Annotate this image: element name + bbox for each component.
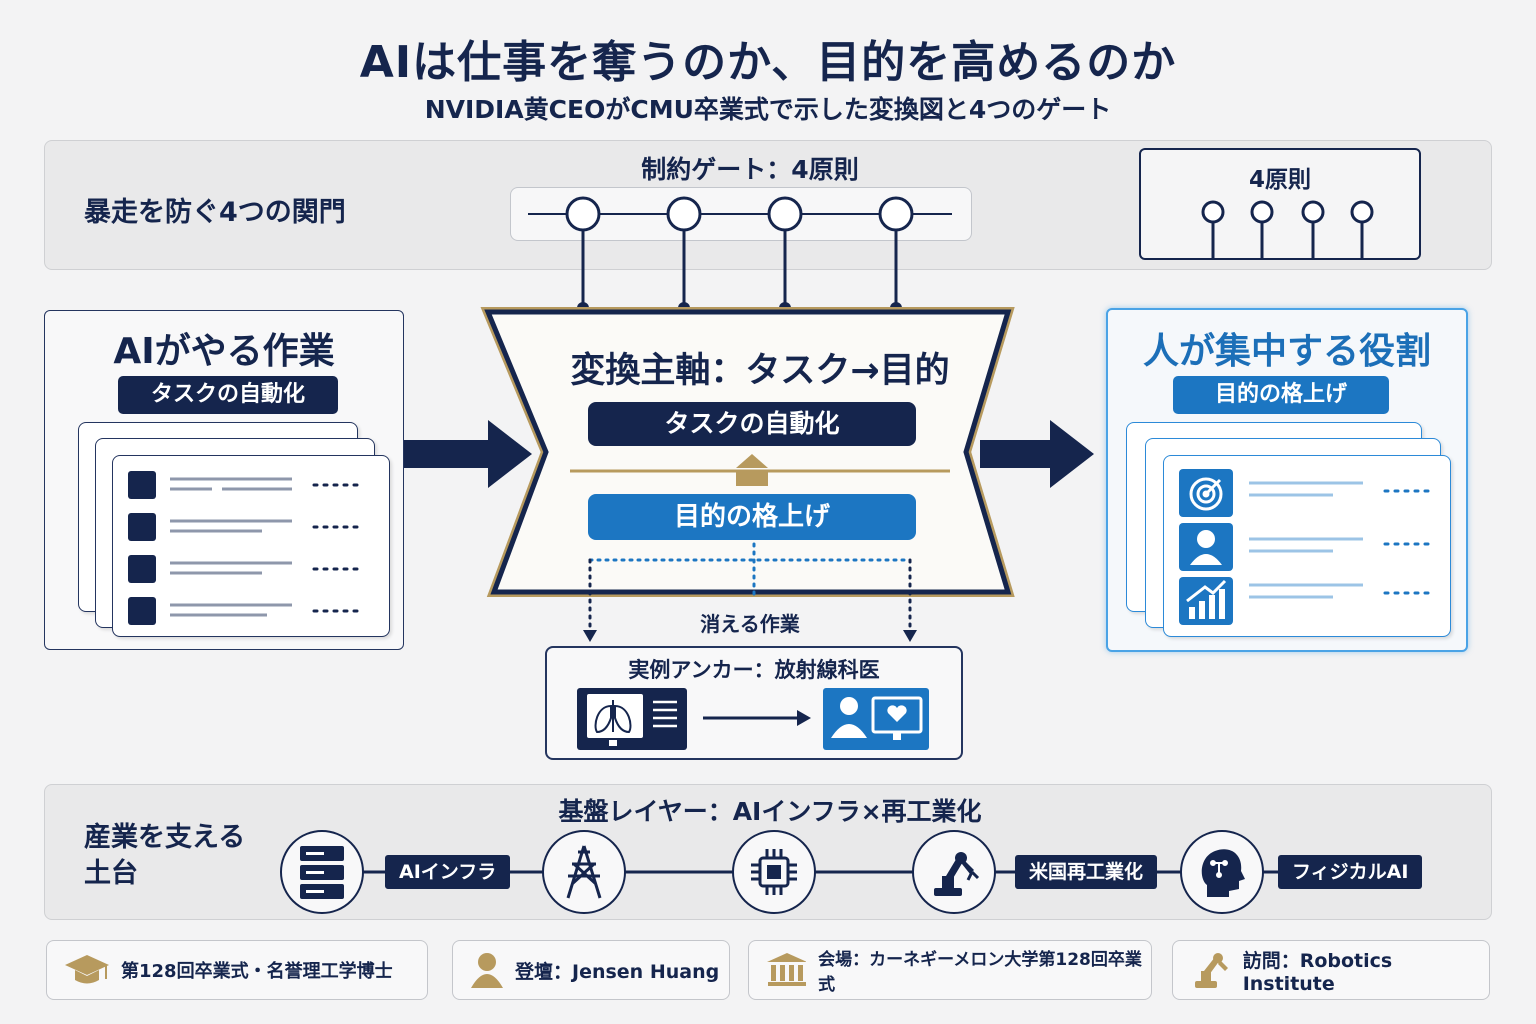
task-list-graphic [128,471,366,625]
ai-head-icon [1180,830,1264,914]
footer-card-ceremony: 第128回卒業式・名誉理工学博士 [46,940,428,1000]
building-icon [767,953,807,986]
principles-legend-title: 4原則 [1248,167,1311,193]
human-roles-title: 人が集中する役割 [1142,331,1431,372]
user-icon [1190,530,1222,565]
human-roles-tag: 目的の格上げ [1173,376,1389,414]
footer-speaker-text: 登壇：Jensen Huang [515,960,720,983]
gate-band-label: 暴走を防ぐ4つの関門 [84,197,346,228]
gate-circles [565,196,914,232]
robot-arm-icon [1195,953,1228,988]
footer-venue-text: 会場：カーネギーメロン大学第128回卒業式 [818,950,1142,995]
graduation-cap-icon [65,955,109,984]
page-subtitle: NVIDIA黄CEOがCMU卒業式で示した変換図と4つのゲート [424,95,1112,124]
base-band-title: 基盤レイヤー：AIインフラ×再工業化 [558,797,982,826]
gate-title: 制約ゲート：4原則 [641,155,859,184]
robot-arm-icon [912,830,996,914]
page-title: AIは仕事を奪うのか、目的を高めるのか [359,37,1177,88]
footer-visit-text: 訪問：Robotics Institute [1242,949,1393,995]
target-icon [1189,477,1223,511]
center-automation-label: タスクの自動化 [588,402,916,446]
principles-legend [1139,148,1421,260]
chip-ai-infra: AIインフラ [385,855,511,889]
footer-card-visit: 訪問：Robotics Institute [1172,940,1490,1000]
radiology-example-graphic [577,688,929,750]
right-arrow-icon [703,710,811,726]
arrow-left-to-center [404,420,532,488]
person-icon [471,953,503,988]
chip-us-reindustrialization: 米国再工業化 [1015,855,1158,889]
ai-tasks-title: AIがやる作業 [113,331,335,372]
role-list-graphic [1179,469,1435,625]
center-elevation-label: 目的の格上げ [588,494,916,540]
center-title: 変換主軸：タスク→目的 [570,351,950,391]
base-band-label: 産業を支える 土台 [84,820,245,892]
ai-tasks-tag: タスクの自動化 [118,376,338,414]
vanishing-work-label: 消える作業 [700,612,800,636]
arrow-center-to-right [980,420,1094,488]
base-band-label-line2: 土台 [84,858,138,889]
footer-card-speaker: 登壇：Jensen Huang [452,940,730,1000]
growth-chart-icon [1186,579,1227,619]
chip-icon [732,830,816,914]
up-arrow-icon [736,454,768,468]
power-tower-icon [542,830,626,914]
example-anchor-title: 実例アンカー：放射線科医 [628,658,880,682]
footer-card-venue: 会場：カーネギーメロン大学第128回卒業式 [748,940,1152,1000]
lung-xray-icon [587,694,677,746]
footer-ceremony-text: 第128回卒業式・名誉理工学博士 [121,961,393,982]
doctor-patient-icon [831,696,923,740]
chip-physical-ai: フィジカルAI [1278,855,1423,889]
base-band-label-line1: 産業を支える [84,822,246,853]
server-icon [280,830,364,914]
